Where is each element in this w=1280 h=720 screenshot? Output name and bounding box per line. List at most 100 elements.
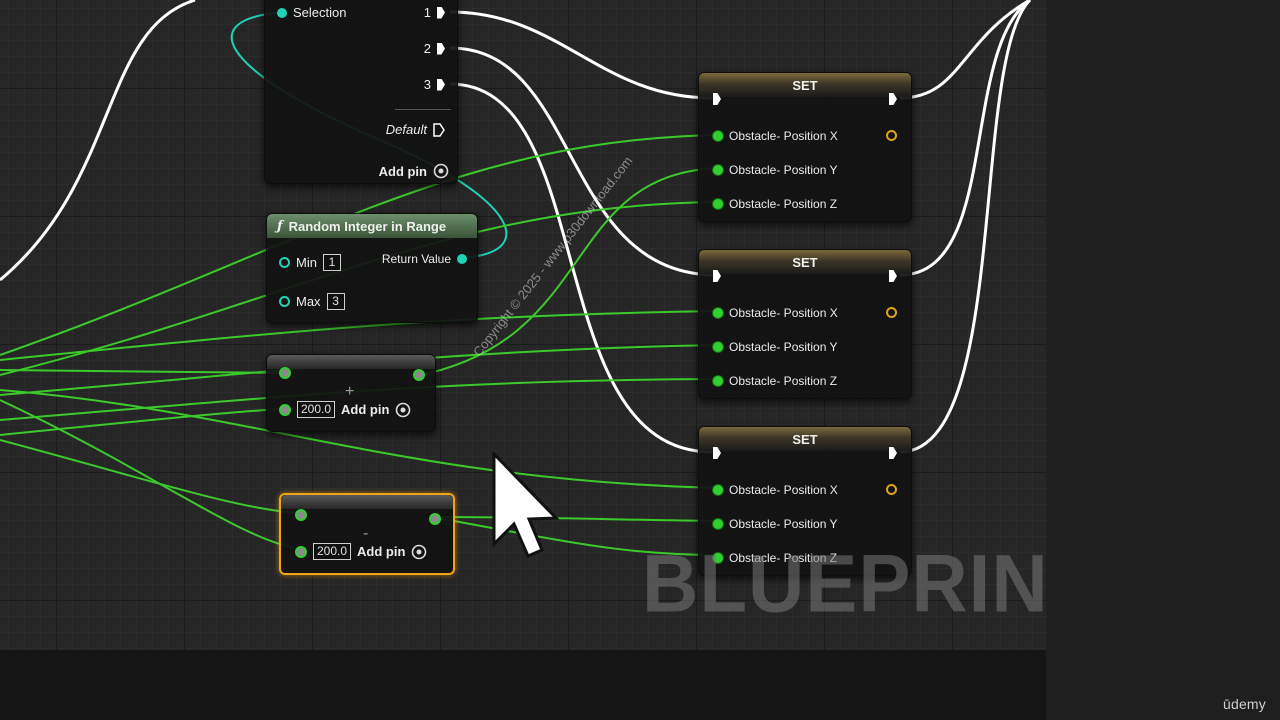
exec-output-pin[interactable] <box>889 270 897 282</box>
selection-input[interactable]: Selection <box>277 5 346 20</box>
min-pin[interactable] <box>279 257 290 268</box>
input-b[interactable]: 200.0 Add pin <box>295 543 427 560</box>
add-pin-icon[interactable] <box>433 163 449 179</box>
add-pin-icon[interactable] <box>411 544 427 560</box>
min-value-field[interactable]: 1 <box>322 254 341 271</box>
output-struct-pin[interactable] <box>886 307 897 318</box>
exec-input-pin[interactable] <box>713 447 721 459</box>
exec-output-pin-3[interactable] <box>437 78 445 91</box>
exec-output-pin[interactable] <box>889 93 897 105</box>
set-pin-y[interactable]: Obstacle- Position Y <box>713 517 838 531</box>
float-wire <box>0 369 286 374</box>
max-input[interactable]: Max 3 <box>279 293 345 310</box>
float-pin[interactable] <box>713 485 723 495</box>
output-label-3: 3 <box>423 77 431 92</box>
set-node-header[interactable]: SET <box>699 250 911 274</box>
output-label-2: 2 <box>423 41 431 56</box>
exec-input-pin[interactable] <box>713 270 721 282</box>
exec-hollow-pin-icon[interactable] <box>433 122 445 137</box>
float-pin[interactable] <box>713 553 723 563</box>
random-integer-node[interactable]: ƒ Random Integer in Range Min 1 Return V… <box>266 213 478 323</box>
pin-label: Obstacle- Position Z <box>729 197 838 211</box>
float-wire <box>0 310 719 361</box>
exec-wire <box>0 0 196 282</box>
set-node-header[interactable]: SET <box>699 73 911 97</box>
exec-output-pin[interactable] <box>889 447 897 459</box>
output-struct-pin[interactable] <box>886 484 897 495</box>
set-node-1[interactable]: SET Obstacle- Position X Obstacle- Posit… <box>698 72 912 222</box>
return-value-output[interactable]: Return Value <box>382 252 467 266</box>
switch-output-2[interactable]: 2 <box>424 41 445 56</box>
set-node-2[interactable]: SET Obstacle- Position X Obstacle- Posit… <box>698 249 912 399</box>
set-pin-x[interactable]: Obstacle- Position X <box>713 483 838 497</box>
pin-label: Obstacle- Position Z <box>729 374 838 388</box>
set-pin-y[interactable]: Obstacle- Position Y <box>713 340 838 354</box>
input-pin-a[interactable] <box>279 367 291 379</box>
input-pin-b[interactable] <box>279 403 291 416</box>
add-pin-icon[interactable] <box>395 402 411 418</box>
output-pin[interactable] <box>413 369 425 381</box>
set-pin-z[interactable]: Obstacle- Position Z <box>713 374 837 388</box>
exec-output-pin-1[interactable] <box>437 6 445 19</box>
multiply-node-2[interactable]: - 200.0 Add pin <box>279 493 455 575</box>
pin-label: Obstacle- Position Y <box>729 517 838 531</box>
float-pin[interactable] <box>713 165 723 175</box>
set-pin-x[interactable]: Obstacle- Position X <box>713 129 838 143</box>
node-title: SET <box>792 431 818 447</box>
blueprint-graph-canvas[interactable]: Selection 1 2 3 Default Add pin ƒ Random… <box>0 0 1046 650</box>
exec-wire <box>899 0 1031 100</box>
float-wire <box>0 408 286 436</box>
set-pin-y[interactable]: Obstacle- Position Y <box>713 163 838 177</box>
switch-output-3[interactable]: 3 <box>424 77 445 92</box>
float-pin[interactable] <box>713 342 723 352</box>
input-b[interactable]: 200.0 Add pin <box>279 401 411 418</box>
float-wire <box>431 516 719 556</box>
max-label: Max <box>296 294 321 309</box>
output-pin[interactable] <box>429 513 441 525</box>
float-pin[interactable] <box>713 308 723 318</box>
switch-on-int-node[interactable]: Selection 1 2 3 Default Add pin <box>264 0 458 184</box>
set-node-header[interactable]: SET <box>699 427 911 451</box>
switch-add-pin[interactable]: Add pin <box>379 163 449 179</box>
switch-default-output[interactable]: Default <box>386 122 445 137</box>
set-pin-x[interactable]: Obstacle- Position X <box>713 306 838 320</box>
value-field[interactable]: 200.0 <box>313 543 352 560</box>
min-label: Min <box>296 255 317 270</box>
node-title: SET <box>792 77 818 93</box>
set-pin-z[interactable]: Obstacle- Position Z <box>713 197 837 211</box>
set-node-3[interactable]: SET Obstacle- Position X Obstacle- Posit… <box>698 426 912 576</box>
min-input[interactable]: Min 1 <box>279 254 341 271</box>
float-pin[interactable] <box>713 519 723 529</box>
exec-wire <box>449 10 713 100</box>
selection-label: Selection <box>293 5 347 20</box>
multiply-header <box>281 495 453 509</box>
float-wire <box>0 134 719 356</box>
input-pin-a[interactable] <box>295 509 307 521</box>
node-title: SET <box>792 254 818 270</box>
value-field[interactable]: 200.0 <box>297 401 336 418</box>
exec-output-pin-2[interactable] <box>437 42 445 55</box>
float-pin[interactable] <box>713 376 723 386</box>
divider <box>395 109 451 110</box>
mouse-cursor-icon <box>492 452 560 558</box>
pin-label: Obstacle- Position Z <box>729 551 838 565</box>
multiply-node-1[interactable]: + 200.0 Add pin <box>266 354 436 432</box>
float-pin[interactable] <box>713 131 723 141</box>
add-pin-label: Add pin <box>357 544 406 559</box>
float-pin[interactable] <box>713 199 723 209</box>
multiply-header <box>267 355 435 369</box>
input-pin-b[interactable] <box>295 545 307 558</box>
set-pin-z[interactable]: Obstacle- Position Z <box>713 551 837 565</box>
output-struct-pin[interactable] <box>886 130 897 141</box>
subtract-icon: - <box>363 525 369 542</box>
float-wire <box>0 389 719 489</box>
switch-output-1[interactable]: 1 <box>424 5 445 20</box>
exec-input-pin[interactable] <box>713 93 721 105</box>
max-pin[interactable] <box>279 296 290 307</box>
max-value-field[interactable]: 3 <box>326 293 345 310</box>
bottom-bar <box>0 650 1046 720</box>
pin-label: Obstacle- Position X <box>729 306 838 320</box>
return-pin[interactable] <box>457 254 467 264</box>
random-integer-header[interactable]: ƒ Random Integer in Range <box>267 214 477 238</box>
selection-pin[interactable] <box>277 7 287 18</box>
